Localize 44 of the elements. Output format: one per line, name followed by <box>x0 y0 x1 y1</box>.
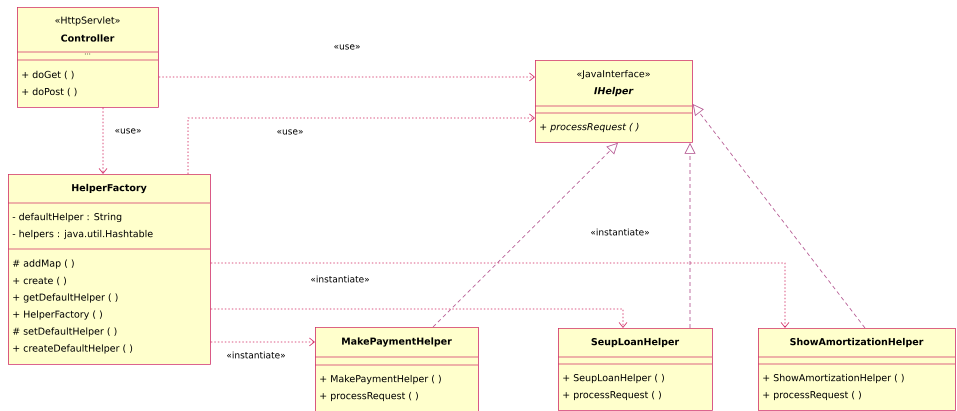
method-text: + doPost ( ) <box>22 88 77 96</box>
edge-label: «instantiate» <box>589 228 651 236</box>
class-name: Controller <box>61 34 114 42</box>
attribute-text: - helpers : java.util.Hashtable <box>12 230 153 240</box>
class-name: SeupLoanHelper <box>592 338 680 348</box>
method-text: + create ( ) <box>13 276 66 286</box>
dependency-arrow <box>210 308 628 328</box>
class-name: MakePaymentHelper <box>342 337 452 347</box>
class-name: IHelper <box>594 86 634 96</box>
attribute-text: - defaultHelper : String <box>12 212 122 222</box>
class-box <box>558 328 713 411</box>
dependency-arrow <box>210 262 790 328</box>
method-text: + MakePaymentHelper ( ) <box>320 374 441 384</box>
dependency-arrow <box>210 338 316 346</box>
method-text: + processRequest ( ) <box>763 390 861 400</box>
class-box <box>314 327 479 411</box>
edge-label: «instantiate» <box>225 350 287 360</box>
method-text: + processRequest ( ) <box>540 122 638 132</box>
realization-arrow <box>692 104 866 328</box>
edge-label: «instantiate» <box>309 274 371 284</box>
stereotype-label: «HttpServlet» <box>55 16 120 26</box>
stereotype-label: «JavaInterface» <box>577 70 650 80</box>
method-text: # setDefaultHelper ( ) <box>12 327 116 337</box>
dependency-arrow <box>98 107 108 174</box>
edge-label: «use» <box>276 128 304 136</box>
method-text: + HelperFactory ( ) <box>13 310 102 320</box>
edge-label: «use» <box>114 127 142 135</box>
method-text: + processRequest ( ) <box>320 392 418 402</box>
method-text: # addMap ( ) <box>12 259 74 269</box>
class-box <box>534 60 693 143</box>
class-name: ShowAmortizationHelper <box>790 338 924 348</box>
method-text: + getDefaultHelper ( ) <box>13 293 118 303</box>
dependency-arrow <box>158 72 536 82</box>
method-text: + SeupLoanHelper ( ) <box>563 374 664 384</box>
method-text: + ShowAmortizationHelper ( ) <box>763 374 904 384</box>
class-box <box>758 328 956 411</box>
class-name: HelperFactory <box>72 184 147 194</box>
method-text: + createDefaultHelper ( ) <box>13 344 132 354</box>
edge-label: «use» <box>332 43 362 51</box>
method-text: + processRequest ( ) <box>563 390 661 400</box>
class-box <box>8 174 211 365</box>
dependency-arrow <box>188 114 536 174</box>
method-text: + doGet ( ) <box>22 70 74 80</box>
class-box <box>16 7 159 108</box>
